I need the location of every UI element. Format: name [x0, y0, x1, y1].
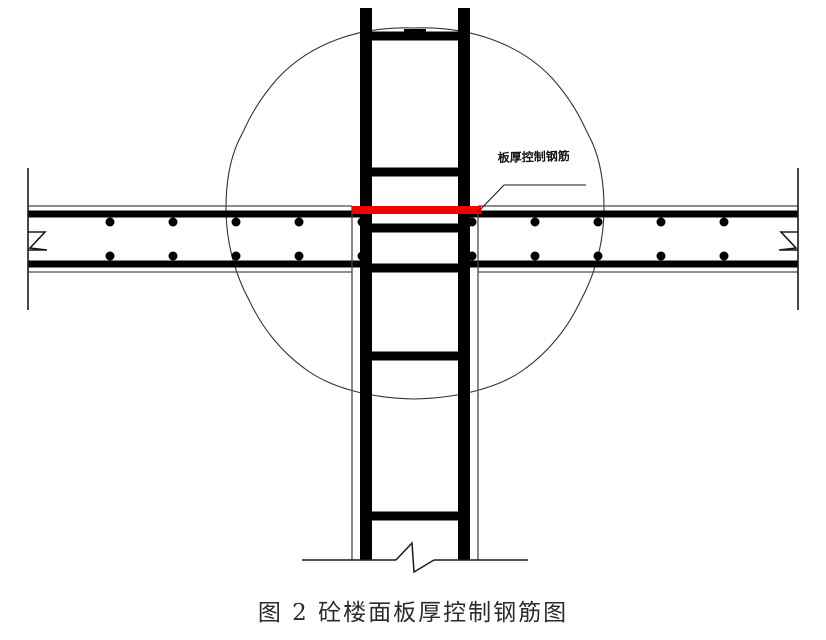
slab-lower-rebar-dots — [105, 251, 729, 261]
engineering-drawing: 板厚控制钢筋 — [27, 8, 799, 574]
break-symbol-right — [778, 231, 798, 251]
control-rebar-annotation-label: 板厚控制钢筋 — [497, 149, 570, 166]
drawing-canvas — [27, 8, 799, 574]
figure-caption: 图 2 砼楼面板厚控制钢筋图 — [257, 600, 569, 626]
break-symbol-left — [28, 231, 48, 251]
annotation-leader-line — [477, 184, 586, 213]
break-symbol-bottom — [395, 541, 435, 574]
column-top-tie-nub — [404, 29, 426, 33]
detail-circle-outline — [225, 27, 605, 400]
figure-caption-bar: 图 2 砼楼面板厚控制钢筋图 — [0, 580, 826, 640]
column-stirrups — [360, 31, 470, 521]
slab-upper-rebar-dots — [105, 217, 729, 227]
